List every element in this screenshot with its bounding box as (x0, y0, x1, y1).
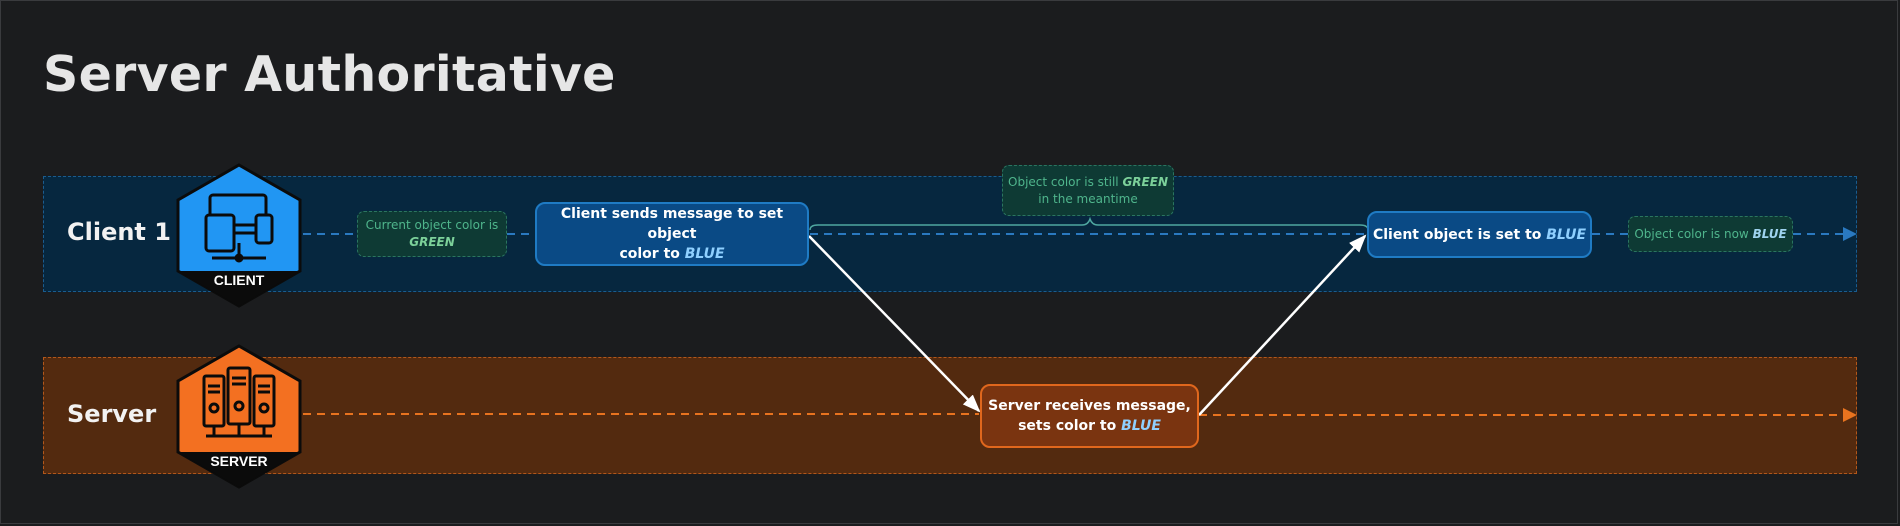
box-client-send-line2: color to BLUE (619, 244, 724, 264)
message-arrow-to-server (808, 235, 981, 413)
note-current-value: GREEN (409, 235, 455, 249)
note-meantime-line2: in the meantime (1038, 191, 1138, 206)
box-client-send: Client sends message to set object color… (535, 202, 809, 266)
server-hex-badge (176, 344, 302, 489)
note-current-color: Current object color is GREEN (357, 211, 507, 257)
box-server-receive-pre: sets color to (1018, 418, 1117, 434)
client-hex-badge (176, 163, 302, 308)
note-meantime: Object color is still GREEN in the meant… (1002, 165, 1174, 216)
page-title: Server Authoritative (43, 46, 616, 103)
box-server-receive-value: BLUE (1121, 418, 1161, 434)
server-lane-label: Server (67, 400, 157, 428)
box-server-receive: Server receives message, sets color to B… (980, 384, 1199, 448)
client-badge-label: CLIENT (213, 272, 265, 288)
note-now-line: Object color is now BLUE (1634, 226, 1786, 243)
box-client-set-value: BLUE (1546, 226, 1587, 243)
server-badge-label: SERVER (210, 453, 268, 469)
meantime-brace (809, 216, 1369, 231)
note-meantime-pre: Object color is still (1008, 174, 1119, 189)
box-server-receive-line1: Server receives message, (988, 398, 1191, 414)
note-meantime-line1: Object color is still GREEN (1008, 174, 1168, 191)
box-client-send-pre: color to (619, 246, 680, 262)
note-current-text: Current object color is (365, 218, 499, 232)
devices-icon (204, 193, 274, 263)
note-now-value: BLUE (1752, 226, 1787, 241)
message-arrow-to-client (1198, 234, 1367, 416)
note-meantime-value: GREEN (1122, 174, 1168, 189)
box-client-set: Client object is set to BLUE (1367, 211, 1592, 258)
box-client-send-value: BLUE (684, 246, 725, 262)
note-now-color: Object color is now BLUE (1628, 216, 1793, 252)
box-client-send-line1: Client sends message to set object (560, 206, 784, 242)
servers-icon (202, 366, 276, 438)
note-now-pre: Object color is now (1634, 226, 1749, 241)
box-client-set-line: Client object is set to BLUE (1373, 225, 1586, 245)
box-client-set-pre: Client object is set to (1372, 226, 1542, 243)
box-server-receive-line2: sets color to BLUE (1018, 416, 1161, 436)
client-lane-label: Client 1 (67, 218, 171, 246)
